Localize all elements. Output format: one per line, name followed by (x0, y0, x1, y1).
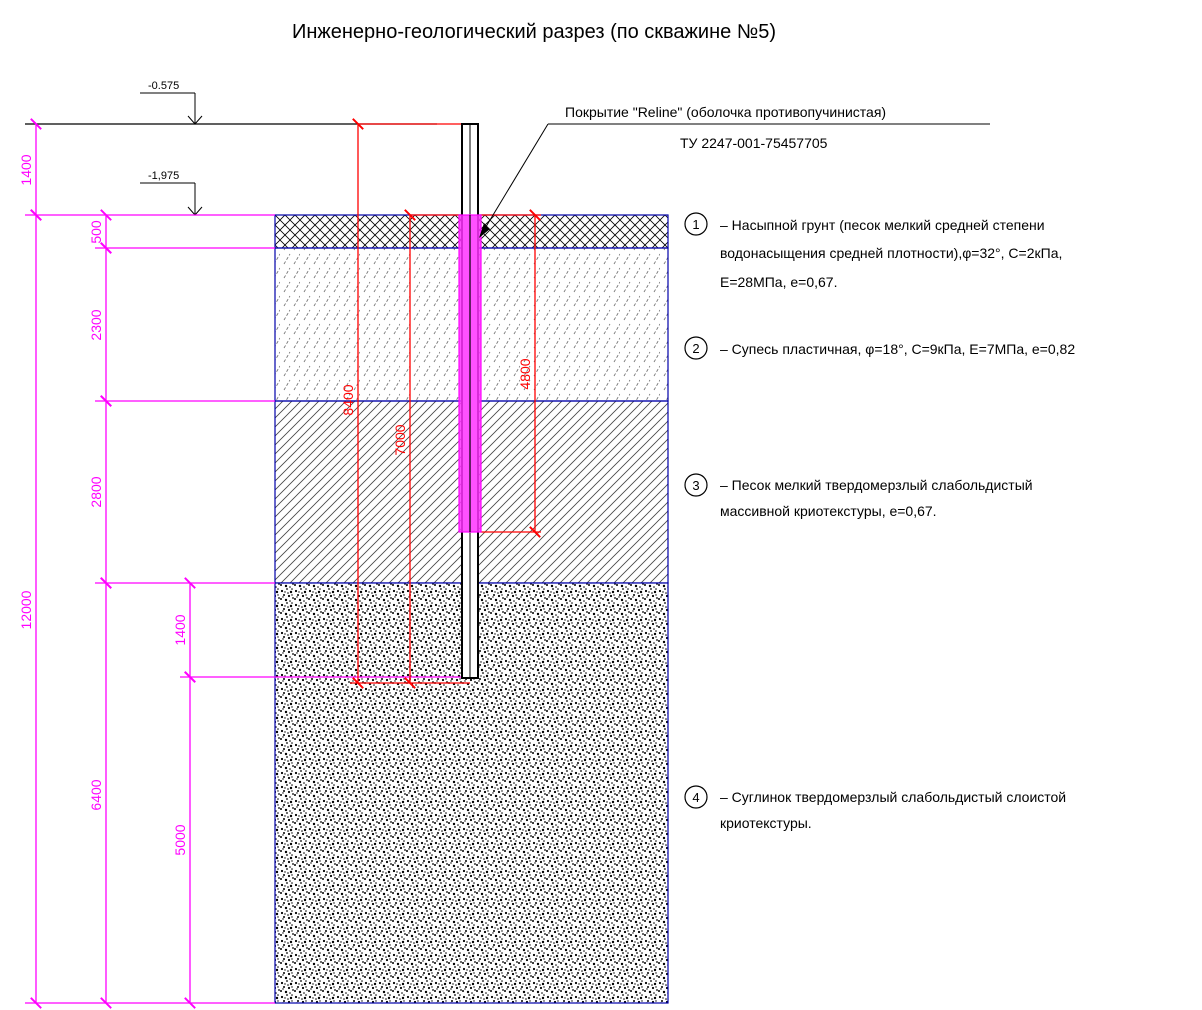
legend-num-1: 1 (692, 217, 699, 232)
dim-12000: 12000 (18, 590, 34, 629)
dim-1400-pile: 1400 (172, 614, 188, 645)
drawing-title: Инженерно-геологический разрез (по скваж… (292, 21, 776, 43)
level-top-label: -0.575 (148, 80, 179, 92)
legend-3-line1: – Песок мелкий твердомерзлый слабольдист… (720, 477, 1033, 493)
pile-dimension-lines (350, 118, 541, 689)
dim-1400-top: 1400 (18, 154, 34, 185)
legend-3-line2: массивной криотекстуры, е=0,67. (720, 503, 937, 519)
legend-1-line1: – Насыпной грунт (песок мелкий средней с… (720, 217, 1045, 233)
legend-layer-3: 3 – Песок мелкий твердомерзлый слабольди… (684, 473, 1033, 519)
legend-num-3: 3 (692, 478, 699, 493)
pile (458, 123, 482, 679)
level-ground-label: -1,975 (148, 170, 179, 182)
coating-label-line2: ТУ 2247-001-75457705 (680, 135, 828, 151)
left-dimension-lines (25, 118, 470, 1009)
legend-num-2: 2 (692, 341, 699, 356)
legend-layer-1: 1 – Насыпной грунт (песок мелкий средней… (684, 212, 1062, 290)
dim-8400: 8400 (340, 384, 356, 415)
legend-1-line3: E=28МПа, е=0,67. (720, 274, 837, 290)
coating-leader (479, 123, 990, 238)
legend-layer-2: 2 – Супесь пластичная, φ=18°, C=9кПа, E=… (684, 336, 1075, 360)
legend-num-4: 4 (692, 790, 699, 805)
dim-5000: 5000 (172, 824, 188, 855)
dim-6400: 6400 (88, 779, 104, 810)
legend-layer-4: 4 – Суглинок твердомерзлый слабольдистый… (684, 785, 1066, 831)
legend-1-line2: водонасыщения средней плотности),φ=32°, … (720, 245, 1062, 261)
dim-500: 500 (88, 220, 104, 244)
dim-4800: 4800 (517, 358, 533, 389)
legend-2-line1: – Супесь пластичная, φ=18°, C=9кПа, E=7М… (720, 341, 1075, 357)
legend-4-line1: – Суглинок твердомерзлый слабольдистый с… (720, 789, 1066, 805)
dim-2800: 2800 (88, 476, 104, 507)
level-marks: -0.575 -1,975 (25, 80, 437, 216)
legend-4-line2: криотекстуры. (720, 815, 812, 831)
dim-2300: 2300 (88, 309, 104, 340)
coating-label-line1: Покрытие "Reline" (оболочка противопучин… (565, 104, 886, 120)
dim-7000: 7000 (392, 424, 408, 455)
